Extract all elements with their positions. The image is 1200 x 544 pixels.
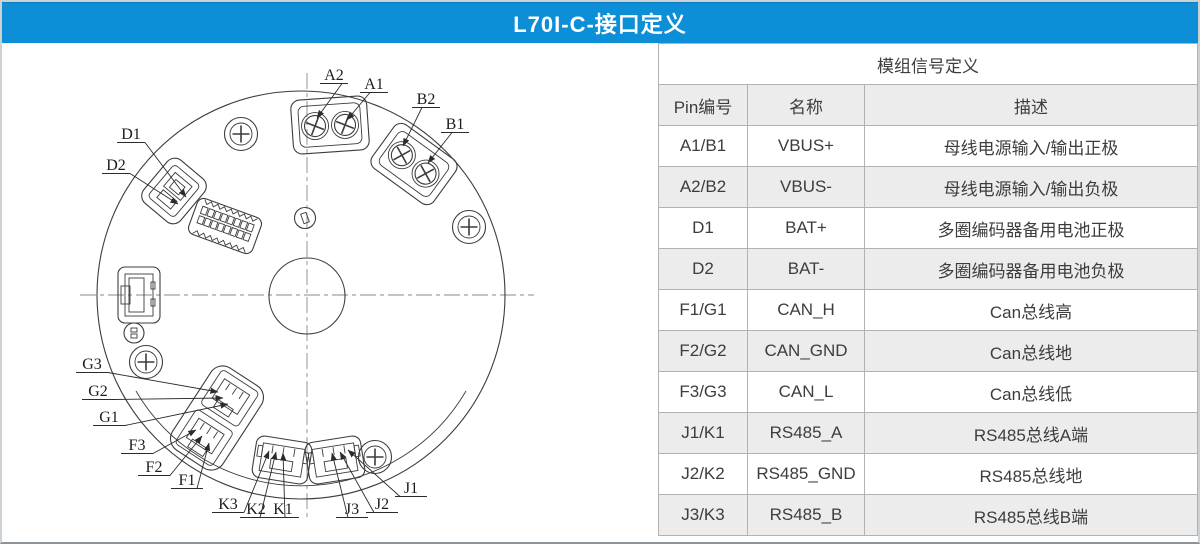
label-d1: D1 [121, 126, 141, 143]
mounting-screw-bottomleft [128, 344, 164, 380]
power-terminal-b [367, 120, 460, 208]
battery-connector-d [141, 157, 207, 225]
desc-cell: RS485总线地 [864, 453, 1198, 495]
mounting-screw-right [451, 209, 487, 245]
page-title: L70I-C-接口定义 [513, 12, 687, 37]
label-d2: D2 [106, 157, 126, 174]
label-b2: B2 [417, 91, 436, 108]
center-hole [268, 257, 346, 335]
table-header-row: Pin编号 名称 描述 [658, 84, 1198, 126]
name-cell: VBUS+ [747, 125, 865, 167]
pin-cell: A1/B1 [658, 125, 748, 167]
name-cell: CAN_H [747, 289, 865, 331]
pin-cell: J1/K1 [658, 412, 748, 454]
table-title-row: 模组信号定义 [658, 43, 1198, 85]
pin-cell: J3/K3 [658, 494, 748, 536]
label-k1: K1 [273, 501, 293, 518]
table-title: 模组信号定义 [658, 43, 1198, 85]
label-g1: G1 [99, 409, 119, 426]
column-header-name: 名称 [747, 84, 865, 126]
power-terminal-a [290, 95, 370, 154]
label-b1: B1 [446, 116, 465, 133]
name-cell: RS485_A [747, 412, 865, 454]
desc-cell: RS485总线A端 [864, 412, 1198, 454]
mounting-screw-topleft [223, 116, 259, 152]
desc-cell: RS485总线B端 [864, 494, 1198, 536]
label-k3: K3 [218, 496, 238, 513]
column-header-desc: 描述 [864, 84, 1198, 126]
pin-cell: F3/G3 [658, 371, 748, 413]
pin-cell: F2/G2 [658, 330, 748, 372]
pin-cell: D2 [658, 248, 748, 290]
desc-cell: 母线电源输入/输出正极 [864, 125, 1198, 167]
pin-cell: J2/K2 [658, 453, 748, 495]
pin-cell: F1/G1 [658, 289, 748, 331]
column-header-pin: Pin编号 [658, 84, 748, 126]
title-bar: L70I-C-接口定义 [2, 2, 1198, 43]
name-cell: CAN_GND [747, 330, 865, 372]
desc-cell: Can总线高 [864, 289, 1198, 331]
label-g3: G3 [82, 356, 102, 373]
desc-cell: Can总线低 [864, 371, 1198, 413]
name-cell: VBUS- [747, 166, 865, 208]
desc-cell: Can总线地 [864, 330, 1198, 372]
label-j1: J1 [404, 480, 418, 497]
label-k2: K2 [246, 501, 266, 518]
label-f3: F3 [129, 437, 146, 454]
connector-diagram: A2 A1 B2 B1 D1 D2 G3 G2 G1 F3 F2 F1 K3 K… [76, 67, 534, 518]
module-outer-circle [96, 90, 506, 500]
mounting-screw-bottomright [357, 439, 393, 475]
label-g2: G2 [88, 383, 108, 400]
name-cell: CAN_L [747, 371, 865, 413]
label-a2: A2 [324, 67, 344, 84]
pin-cell: A2/B2 [658, 166, 748, 208]
label-j2: J2 [375, 496, 389, 513]
index-pin-left [123, 322, 145, 344]
pin-header-grid [187, 197, 263, 255]
label-f2: F2 [146, 459, 163, 476]
connector-diagram-panel: A2 A1 B2 B1 D1 D2 G3 G2 G1 F3 F2 F1 K3 K… [2, 43, 658, 541]
name-cell: RS485_B [747, 494, 865, 536]
name-cell: BAT+ [747, 207, 865, 249]
index-pin-top [293, 206, 317, 230]
name-cell: BAT- [747, 248, 865, 290]
rs485-connector-k [250, 434, 314, 486]
label-f1: F1 [179, 472, 196, 489]
desc-cell: 多圈编码器备用电池正极 [864, 207, 1198, 249]
desc-cell: 母线电源输入/输出负极 [864, 166, 1198, 208]
leader-lines [76, 83, 469, 518]
side-connector [117, 266, 161, 324]
rs485-connector-j [303, 434, 367, 486]
pin-cell: D1 [658, 207, 748, 249]
module-inner-rim [135, 390, 467, 487]
name-cell: RS485_GND [747, 453, 865, 495]
can-connector-fg [169, 365, 265, 471]
label-a1: A1 [364, 76, 384, 93]
content: A2 A1 B2 B1 D1 D2 G3 G2 G1 F3 F2 F1 K3 K… [2, 43, 1198, 541]
label-j3: J3 [345, 501, 359, 518]
desc-cell: 多圈编码器备用电池负极 [864, 248, 1198, 290]
